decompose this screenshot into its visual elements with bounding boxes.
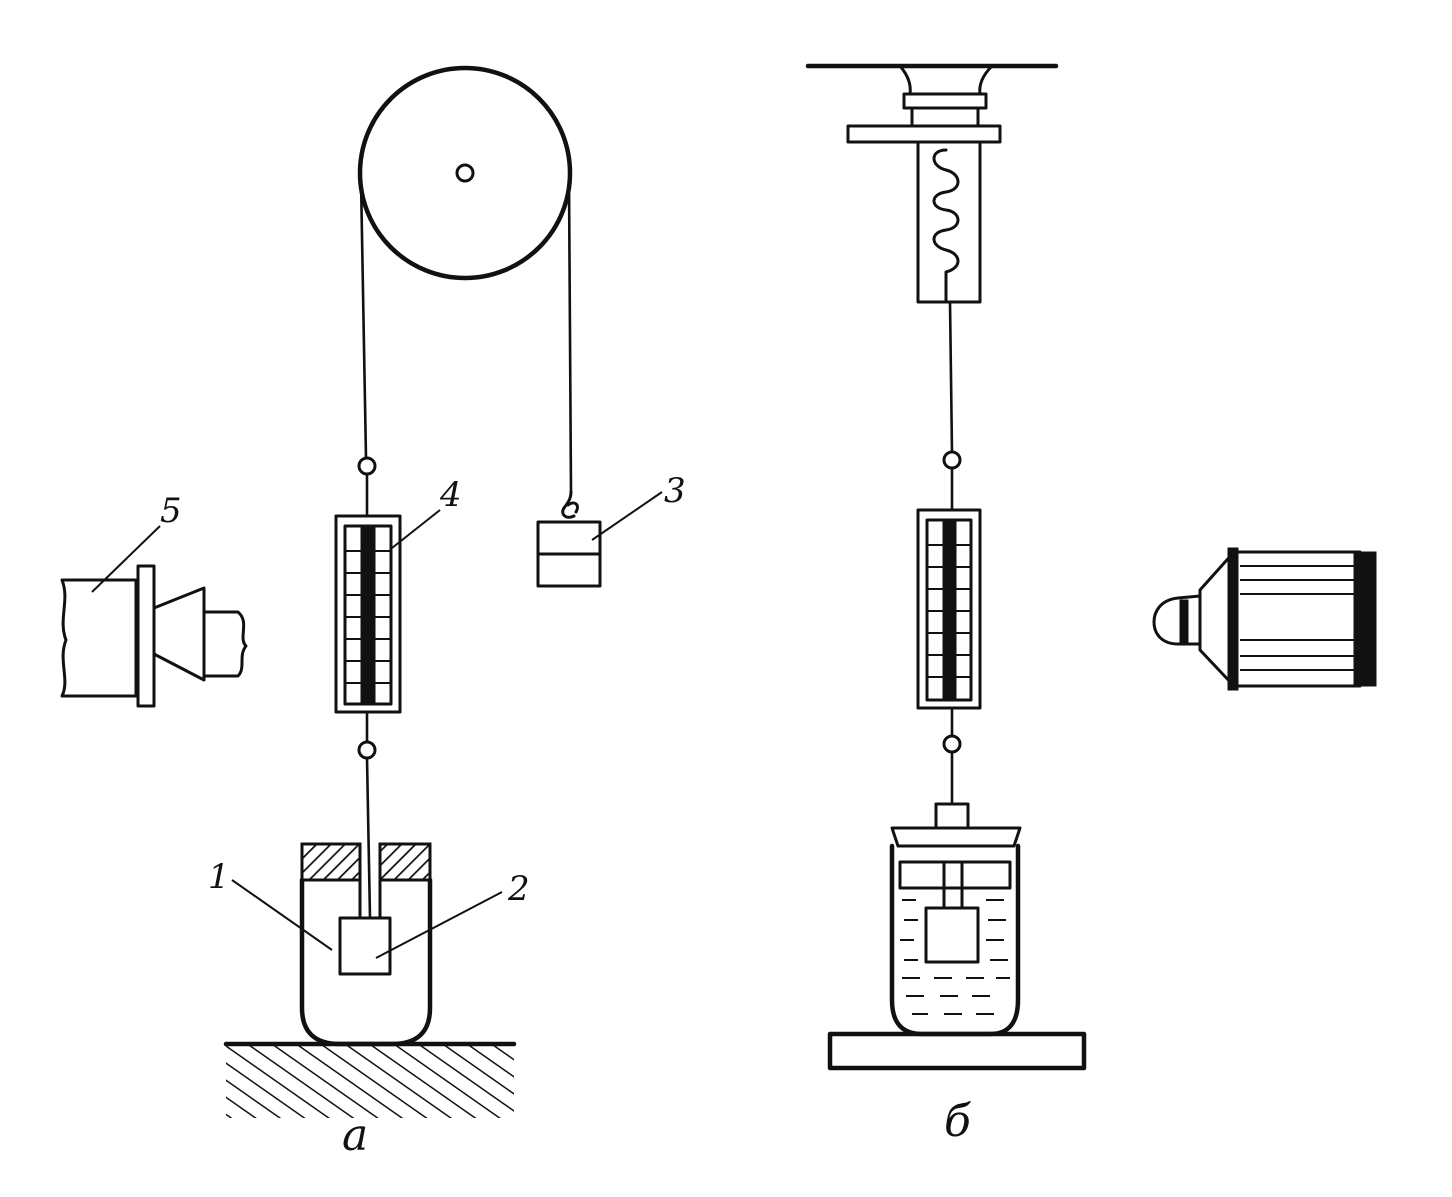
dynamometer-b [916, 508, 982, 710]
beaker [889, 802, 1022, 1037]
ground [223, 1041, 517, 1118]
submerged-body [924, 906, 980, 964]
panel-b: б [805, 63, 1377, 1147]
ring-upper [357, 456, 377, 476]
leader-5 [91, 525, 161, 593]
light-source [60, 564, 248, 708]
test-body [338, 916, 392, 976]
vessel [299, 842, 433, 1047]
label-part-1: 1 [208, 857, 230, 897]
ring-b-lower [942, 734, 962, 754]
string-left-upper [359, 179, 368, 459]
label-part-3: 3 [664, 471, 686, 511]
label-part-5: 5 [160, 491, 182, 531]
caption-panel-b: б [944, 1096, 971, 1147]
ring-b-upper [942, 450, 962, 470]
counterweight [536, 490, 602, 588]
panel-a: 5 4 3 1 2 а [60, 65, 686, 1161]
label-part-4: 4 [439, 475, 462, 515]
ceiling-mount [846, 64, 1002, 304]
label-part-2: 2 [507, 869, 530, 909]
dynamometer [334, 514, 402, 714]
projector-lamp [1152, 547, 1377, 691]
liquid [900, 899, 1010, 1015]
leader-3 [591, 491, 663, 541]
leader-1 [231, 879, 333, 951]
vessel-lid-left [300, 842, 362, 882]
caption-panel-a: а [342, 1110, 368, 1161]
string-lower [365, 757, 372, 919]
vessel-lid-right [378, 842, 432, 882]
leader-4 [391, 509, 441, 549]
leader-2 [375, 891, 503, 959]
pulley [357, 65, 573, 281]
ring-lower [357, 740, 377, 760]
stand-plate [827, 1031, 1087, 1071]
string-right [567, 179, 573, 493]
